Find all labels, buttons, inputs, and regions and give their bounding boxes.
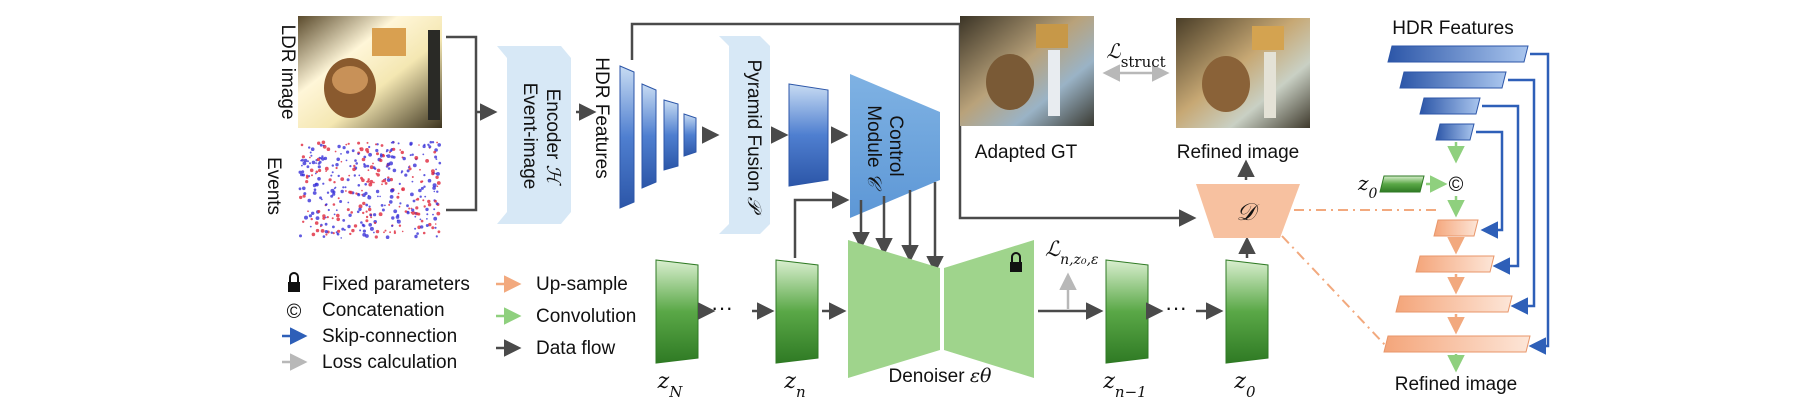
svg-text:Denoiser εθ: Denoiser εθ — [889, 365, 993, 387]
denoiser-label: Denoiser — [889, 366, 966, 387]
refined-image-top-label: Refined image — [1177, 142, 1300, 163]
latent-z0-label: z0 — [1233, 369, 1256, 400]
encoder-label-line2: Encoder — [542, 89, 563, 160]
skip-connection-arrows — [1476, 52, 1550, 355]
pyramid-fusion-module: Pyramid Fusion 𝒫 — [719, 36, 770, 234]
lock-icon — [1010, 252, 1022, 272]
dots-right: ··· — [1165, 295, 1187, 320]
svg-text:Pyramid Fusion 𝒫: Pyramid Fusion 𝒫 — [743, 60, 765, 216]
hdr-feature-levels — [1387, 45, 1529, 141]
svg-text:Up-sample: Up-sample — [536, 274, 628, 295]
zn-to-control-arrow — [793, 191, 850, 258]
svg-text:Concatenation: Concatenation — [322, 300, 445, 321]
latent-zn — [775, 259, 819, 364]
copyright-icon: © — [287, 301, 302, 323]
latent-zN — [655, 259, 699, 364]
svg-text:Convolution: Convolution — [536, 306, 636, 327]
legend-concatenation: © Concatenation — [287, 300, 445, 323]
legend-data-flow: Data flow — [496, 338, 615, 359]
decoder: 𝒟 — [1196, 184, 1300, 238]
ldr-image — [298, 16, 442, 128]
denoiser-network: Denoiser εθ — [848, 240, 1034, 387]
input-bracket-arrow — [446, 35, 494, 212]
legend-up-sample: Up-sample — [496, 274, 628, 295]
z0-right-label: z0 — [1357, 171, 1378, 202]
latent-zn-minus-1 — [1105, 259, 1149, 364]
control-label-line2: Module — [863, 105, 884, 167]
svg-text:Fixed parameters: Fixed parameters — [322, 274, 470, 295]
legend-fixed-parameters: Fixed parameters — [288, 272, 470, 295]
latent-zN-label: zN — [657, 369, 684, 400]
lock-icon — [288, 272, 300, 292]
loss-struct-label: ℒstruct — [1106, 39, 1165, 71]
refined-image-right-label: Refined image — [1395, 374, 1518, 395]
dots-left: ··· — [711, 295, 733, 320]
refined-image-top — [1176, 18, 1310, 128]
legend: Fixed parameters © Concatenation Skip-co… — [282, 272, 636, 373]
control-label-line1: Control — [885, 115, 906, 176]
legend-convolution: Convolution — [496, 306, 636, 327]
denoiser-symbol: εθ — [970, 365, 992, 387]
hdr-feature-pyramid — [619, 65, 697, 209]
pyramid-fusion-label: Pyramid Fusion — [743, 60, 764, 192]
legend-loss-calculation: Loss calculation — [282, 352, 457, 373]
svg-text:Loss calculation: Loss calculation — [322, 352, 457, 373]
decoder-zoom-guides — [1281, 209, 1440, 347]
svg-text:Skip-connection: Skip-connection — [322, 326, 457, 347]
svg-text:Encoder ℋ: Encoder ℋ — [542, 89, 564, 187]
ldr-image-label: LDR image — [277, 24, 298, 119]
hdr-features-vertical-label: HDR Features — [591, 57, 612, 178]
upsample-levels — [1383, 219, 1531, 353]
svg-text:Data flow: Data flow — [536, 338, 615, 359]
control-to-denoiser-arrows — [852, 182, 944, 274]
adapted-gt-label: Adapted GT — [975, 142, 1078, 163]
event-image-encoder: Event-image Encoder ℋ — [497, 46, 571, 224]
fused-feature-block — [788, 83, 829, 187]
z0-right-block — [1379, 175, 1425, 193]
loss-denoise-label: ℒn,z₀,ε — [1045, 237, 1099, 268]
latent-z0 — [1225, 259, 1269, 364]
encoder-label-line1: Event-image — [519, 83, 540, 190]
legend-skip-connection: Skip-connection — [282, 326, 457, 347]
encoder-symbol: ℋ — [542, 165, 564, 187]
events-image — [298, 140, 442, 240]
latent-zn-minus-1-label: zn−1 — [1102, 369, 1146, 400]
adapted-gt-image — [960, 16, 1094, 126]
hdr-features-right-label: HDR Features — [1392, 18, 1513, 39]
events-label: Events — [263, 157, 284, 215]
svg-text:Module 𝒞: Module 𝒞 — [863, 105, 885, 192]
concat-icon: © — [1449, 174, 1464, 196]
control-module: Control Module 𝒞 — [850, 74, 940, 218]
latent-zn-label: zn — [783, 369, 805, 400]
